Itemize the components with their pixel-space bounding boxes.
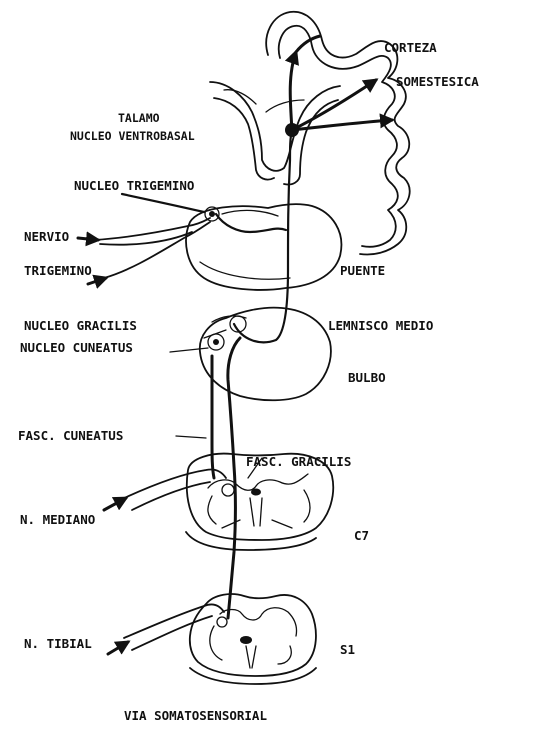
- c7-dorsal-horn-circle: [222, 484, 234, 496]
- medulla: [200, 308, 331, 401]
- c7-central-canal-dot: [251, 489, 261, 496]
- label-nucleo-ventrobasal: NUCLEO VENTROBASAL: [70, 129, 195, 143]
- label-corteza: CORTEZA: [384, 40, 437, 55]
- label-fasc-cuneatus: FASC. CUNEATUS: [18, 428, 123, 443]
- diagram-caption: VIA SOMATOSENSORIAL: [124, 708, 267, 723]
- label-nucleo-gracilis: NUCLEO GRACILIS: [24, 318, 137, 333]
- label-s1: S1: [340, 642, 355, 657]
- label-nucleo-cuneatus: NUCLEO CUNEATUS: [20, 340, 133, 355]
- trigeminal-nerve: [78, 194, 210, 284]
- nuclei: [205, 123, 299, 644]
- label-bulbo: BULBO: [348, 370, 386, 385]
- cuneatus-nucleus-dot: [213, 339, 219, 345]
- label-c7: C7: [354, 528, 369, 543]
- spinal-cord-s1: [190, 594, 316, 684]
- label-n-tibial: N. TIBIAL: [24, 636, 92, 651]
- label-nervio: NERVIO: [24, 229, 69, 244]
- s1-dorsal-horn-circle: [217, 617, 227, 627]
- peripheral-nerves: [104, 469, 226, 654]
- label-puente: PUENTE: [340, 263, 385, 278]
- label-nucleo-trigemino: NUCLEO TRIGEMINO: [74, 178, 194, 193]
- label-n-mediano: N. MEDIANO: [20, 512, 95, 527]
- trigeminal-nucleus-dot: [209, 211, 215, 217]
- cortical-projection-arrows: [290, 36, 392, 130]
- label-lemnisco-medio: LEMNISCO MEDIO: [328, 318, 433, 333]
- pons: [186, 204, 341, 290]
- label-talamo: TALAMO: [118, 111, 160, 125]
- label-fasc-gracilis: FASC. GRACILIS: [246, 454, 351, 469]
- s1-central-canal-dot: [240, 636, 252, 644]
- thalamus: [210, 82, 340, 185]
- label-trigemino: TRIGEMINO: [24, 263, 92, 278]
- ascending-pathway: [212, 130, 292, 618]
- label-somestesica: SOMESTESICA: [396, 74, 479, 89]
